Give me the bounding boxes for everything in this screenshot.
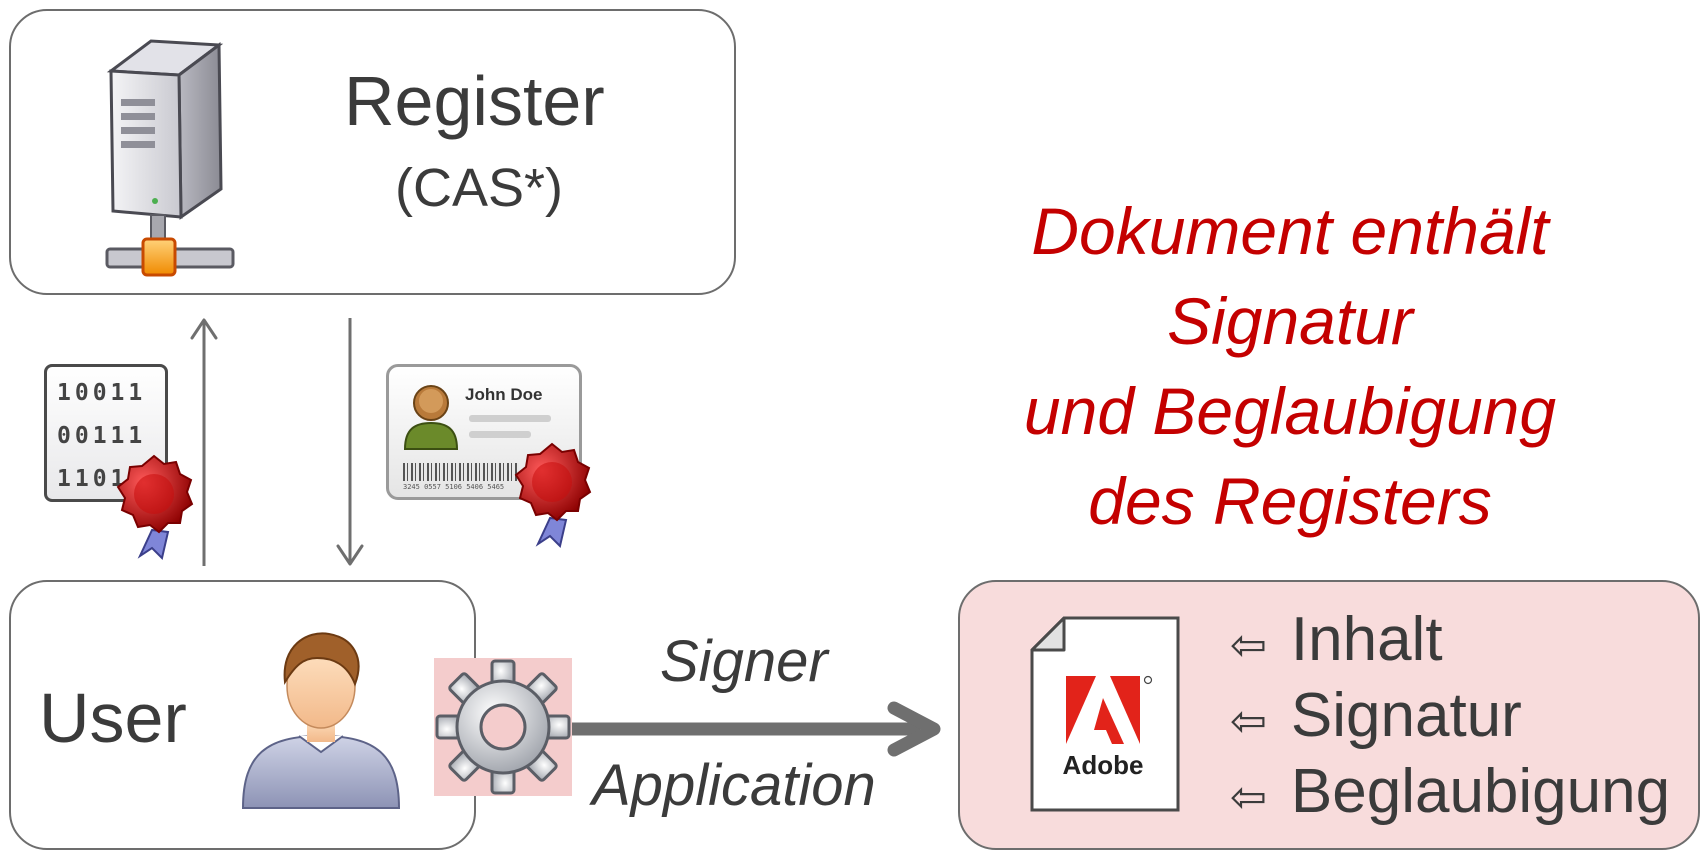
seal-icon — [116, 454, 194, 560]
item-label: Signatur — [1290, 681, 1522, 750]
register-title: Register — [344, 62, 605, 140]
adobe-logo-text: Adobe — [1063, 750, 1144, 780]
item-label: Beglaubigung — [1290, 757, 1671, 826]
signed-binary-document-icon: 10011 00111 1101 — [44, 364, 194, 560]
id-card-line — [469, 431, 531, 438]
document-item: ⇦ Inhalt — [1230, 604, 1443, 675]
server-icon — [105, 39, 235, 277]
adobe-logo-icon — [1066, 675, 1153, 744]
arrow-down-to-user — [336, 318, 364, 566]
id-card-line — [469, 415, 551, 422]
note-line: Signatur — [1167, 284, 1413, 358]
id-card-barcode — [403, 463, 519, 481]
adobe-pdf-document-icon: Adobe — [1030, 616, 1180, 812]
note-line: Dokument enthält — [1031, 194, 1549, 268]
seal-icon — [514, 442, 592, 548]
gear-icon — [435, 659, 571, 795]
signer-label: Signer — [660, 629, 828, 694]
register-box: Register (CAS*) — [9, 9, 736, 295]
binary-row: 10011 — [57, 380, 147, 406]
note-line: des Registers — [1088, 464, 1492, 538]
id-photo-icon — [403, 385, 459, 450]
signed-id-card-icon: John Doe 3245 0557 5106 5406 5465 — [386, 364, 596, 548]
document-box: Adobe ⇦ Inhalt ⇦ Signatur ⇦ Beglaubigung — [958, 580, 1700, 850]
binary-row: 1101 — [57, 466, 129, 492]
id-card-barcode-text: 3245 0557 5106 5406 5465 — [403, 483, 505, 491]
binary-row: 00111 — [57, 423, 147, 449]
document-item: ⇦ Beglaubigung — [1230, 756, 1670, 827]
id-card-name: John Doe — [465, 385, 543, 404]
left-arrow-icon: ⇦ — [1230, 620, 1267, 671]
document-item: ⇦ Signatur — [1230, 680, 1522, 751]
arrow-up-to-register — [190, 318, 218, 566]
left-arrow-icon: ⇦ — [1230, 696, 1267, 747]
binary-document-page: 10011 00111 1101 — [44, 364, 168, 502]
application-label: Application — [592, 753, 876, 818]
register-subtitle: (CAS*) — [395, 158, 564, 218]
user-box: User — [9, 580, 476, 850]
note-line: und Beglaubigung — [1023, 374, 1557, 448]
item-label: Inhalt — [1290, 605, 1443, 674]
signer-application-icon — [434, 658, 572, 796]
left-arrow-icon: ⇦ — [1230, 772, 1267, 823]
user-avatar-icon — [241, 632, 401, 809]
signature-note: Dokument enthält Signatur und Beglaubigu… — [940, 186, 1640, 546]
arrow-to-document — [572, 701, 941, 757]
user-label: User — [39, 679, 187, 757]
